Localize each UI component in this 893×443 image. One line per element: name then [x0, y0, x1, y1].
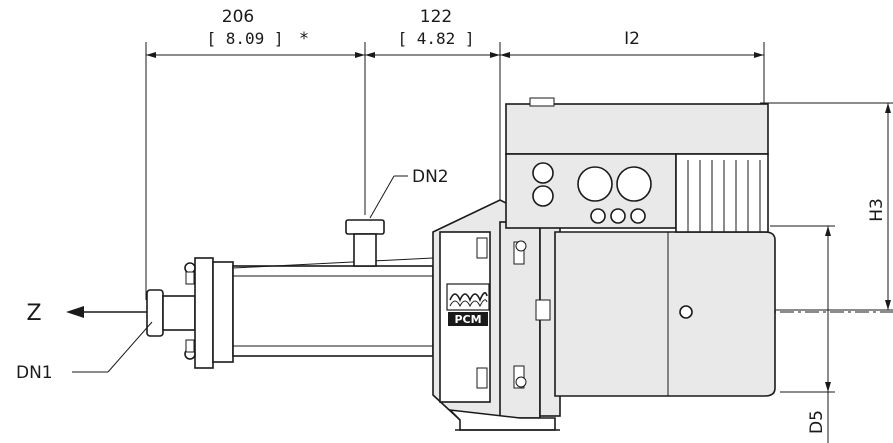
pcm-logo-text: PCM [454, 313, 481, 326]
dim-206-label: 206 [222, 7, 254, 27]
z-axis-label: Z [26, 301, 41, 326]
dn1-leader [72, 321, 153, 373]
inverter-unit [505, 97, 769, 233]
pcm-logo: PCM [446, 283, 490, 326]
dimension-lines-right [760, 102, 893, 443]
dn1-nozzle [146, 257, 234, 369]
dn2-nozzle [345, 219, 385, 267]
dim-i2-label: I2 [624, 29, 640, 49]
dn1-label: DN1 [16, 363, 53, 383]
dim-h3-label: H3 [867, 198, 887, 222]
z-axis-arrow [66, 306, 150, 318]
dim-d5-label: D5 [807, 410, 827, 434]
dim-206-note: * [300, 29, 309, 49]
dn2-label: DN2 [412, 167, 449, 187]
cooling-fins [687, 160, 761, 232]
dimension-lines-top [145, 42, 765, 300]
dn2-leader [369, 175, 408, 219]
dim-122-label: 122 [420, 7, 452, 27]
pump-stator-tube [232, 257, 434, 357]
dim-122-inch-label: [ 4.82 ] [397, 29, 474, 48]
dim-206-inch-label: [ 8.09 ] [206, 29, 283, 48]
motor-body [554, 231, 776, 397]
